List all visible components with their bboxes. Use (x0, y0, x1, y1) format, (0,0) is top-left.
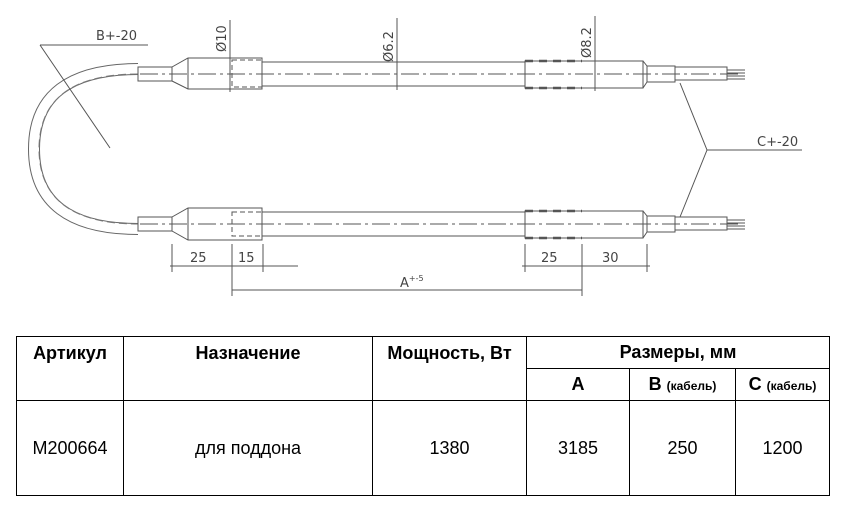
dia-6-2-label: Ø6.2 (382, 31, 397, 62)
header-purpose: Назначение (123, 336, 373, 401)
dia-10-label: Ø10 (215, 25, 230, 52)
cell-article: M200664 (16, 400, 124, 496)
dia-8-2-label: Ø8.2 (580, 27, 595, 58)
len-15-label: 15 (238, 251, 255, 266)
header-c: C (кабель) (735, 368, 830, 401)
header-article: Артикул (16, 336, 124, 401)
cell-b: 250 (629, 400, 736, 496)
dim-c-label: C+-20 (757, 135, 798, 150)
cell-purpose: для поддона (123, 400, 373, 496)
table-row: M200664 для поддона 1380 3185 250 1200 (16, 400, 830, 496)
len-30-label: 30 (602, 251, 619, 266)
header-b: B (кабель) (629, 368, 736, 401)
heating-element-drawing: B+-20 C+-20 Ø10 Ø6.2 Ø8.2 25 15 25 30 A+… (27, 16, 802, 296)
cell-c: 1200 (735, 400, 830, 496)
header-power: Мощность, Вт (372, 336, 527, 401)
header-a: A (526, 368, 630, 401)
cell-a: 3185 (526, 400, 630, 496)
specs-table: Артикул Назначение Мощность, Вт Размеры,… (16, 336, 830, 496)
cell-power: 1380 (372, 400, 527, 496)
len-25-left-label: 25 (190, 251, 207, 266)
dim-b-label: B+-20 (96, 29, 137, 44)
len-25-right-label: 25 (541, 251, 558, 266)
dim-a-label: A+-5 (400, 274, 424, 291)
header-sizes: Размеры, мм (526, 336, 830, 369)
